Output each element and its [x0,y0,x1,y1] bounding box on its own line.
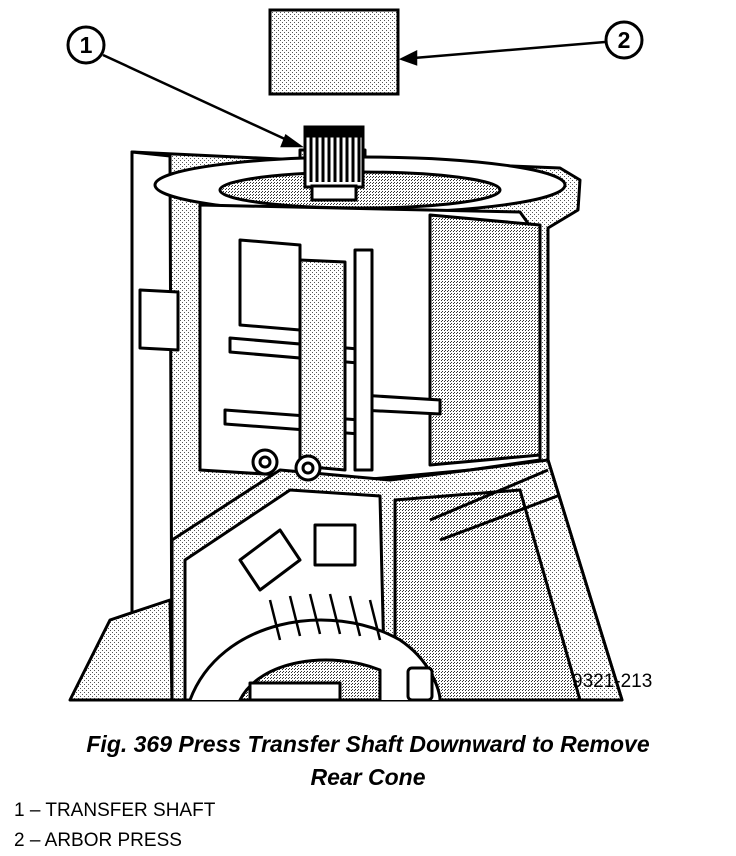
caption-line-1: Fig. 369 Press Transfer Shaft Downward t… [86,731,650,757]
figure-caption: Fig. 369 Press Transfer Shaft Downward t… [0,728,736,794]
figure-id: 9321-213 [572,671,652,692]
callout-2: 2 [604,20,644,60]
leader-lines [102,40,606,148]
callout-1: 1 [66,25,106,65]
technical-illustration: 1 2 9321-213 [66,8,652,702]
legend-separator: – [24,830,45,851]
transfer-shaft [303,125,365,202]
legend-item-transfer-shaft: 1 – TRANSFER SHAFT [14,800,215,822]
legend-label: TRANSFER SHAFT [45,800,216,821]
legend-number: 2 [14,830,25,851]
callout-1-number: 1 [80,32,93,58]
legend-label: ARBOR PRESS [44,830,182,851]
callout-2-number: 2 [618,27,631,53]
legend-separator: – [24,800,46,821]
legend-number: 1 [14,800,25,821]
legend-item-arbor-press: 2 – ARBOR PRESS [14,830,182,852]
transmission-case [68,148,624,702]
caption-line-2: Rear Cone [310,764,426,790]
arbor-press-ram [268,8,400,96]
